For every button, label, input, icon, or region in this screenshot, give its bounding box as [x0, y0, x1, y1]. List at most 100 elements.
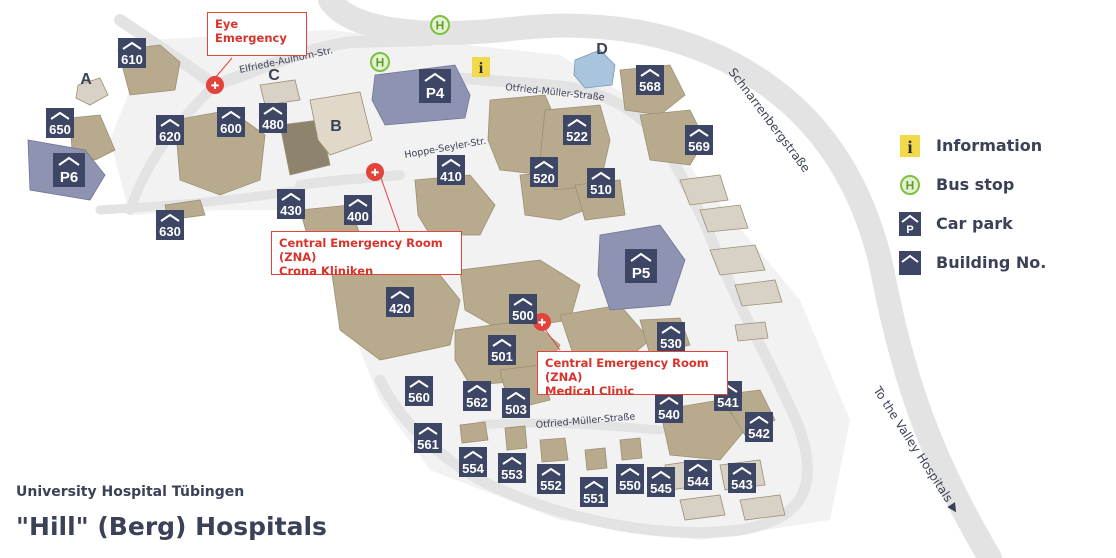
callout-leader-line — [543, 327, 561, 351]
building-badge-410: 410 — [437, 155, 465, 185]
building-badge-500: 500 — [509, 294, 537, 324]
building-number: 510 — [590, 182, 612, 197]
legend-label: Bus stop — [936, 175, 1015, 194]
zna-medical-callout: Central Emergency Room (ZNA) Medical Cli… — [537, 351, 728, 398]
building-number: 569 — [688, 139, 710, 154]
emergency-marker-icon: ✚ — [533, 313, 551, 331]
building-badge-501: 501 — [488, 335, 516, 365]
building-number: 420 — [389, 301, 411, 316]
building-number: 544 — [687, 474, 709, 489]
building-badge-610: 610 — [118, 38, 146, 68]
building-badge-530: 530 — [657, 322, 685, 352]
legend-item-building-number: Building No. — [898, 243, 1108, 282]
svg-text:i: i — [907, 137, 912, 157]
building-badge-520: 520 — [530, 157, 558, 187]
building-number-badges: 610 650 620 600 480 430 400 630 410 522 520 510 568 5… — [46, 38, 773, 507]
emergency-marker-icon: ✚ — [206, 76, 224, 94]
building-number: 545 — [650, 481, 672, 496]
map-legend: i Information H Bus stop P Car park Buil… — [898, 126, 1108, 282]
building-badge-554: 554 — [459, 447, 487, 477]
eye-emergency-callout: Eye Emergency — [207, 12, 307, 56]
building-badge-540: 540 — [655, 393, 683, 423]
car-park-icon: P — [898, 211, 922, 236]
building-number: 560 — [408, 390, 430, 405]
building-number: 480 — [262, 117, 284, 132]
building-badge-553: 553 — [498, 453, 526, 483]
building-badge-552: 552 — [537, 464, 565, 494]
svg-text:✚: ✚ — [211, 81, 219, 92]
legend-item-car-park: P Car park — [898, 204, 1108, 243]
car-park-badge-p6: P6 — [53, 153, 85, 187]
bus-stop-icon: H — [898, 173, 922, 197]
building-badge-430: 430 — [277, 189, 305, 219]
svg-text:✚: ✚ — [538, 318, 546, 329]
building-badge-562: 562 — [463, 381, 491, 411]
car-park-label: P5 — [632, 265, 650, 282]
svg-text:H: H — [376, 56, 385, 70]
building-badge-522: 522 — [563, 115, 591, 145]
building-number: 610 — [121, 52, 143, 67]
building-number: 562 — [466, 395, 488, 410]
building-badge-569: 569 — [685, 125, 713, 155]
building-number: 550 — [619, 478, 641, 493]
building-badge-560: 560 — [405, 376, 433, 406]
svg-text:✚: ✚ — [371, 168, 379, 179]
building-badge-543: 543 — [728, 463, 756, 493]
car-park-label: P6 — [60, 169, 78, 186]
building-number: 520 — [533, 171, 555, 186]
building-letter-d: D — [596, 41, 608, 58]
building-number: 541 — [717, 395, 739, 410]
building-badge-550: 550 — [616, 464, 644, 494]
building-number: 543 — [731, 477, 753, 492]
building-number: 400 — [347, 209, 369, 224]
building-badge-400: 400 — [344, 195, 372, 225]
building-badge-551: 551 — [580, 477, 608, 507]
legend-label: Building No. — [936, 253, 1047, 272]
building-badge-600: 600 — [217, 107, 245, 137]
building-number: 542 — [748, 426, 770, 441]
legend-item-information: i Information — [898, 126, 1108, 165]
car-park-badge-p5: P5 — [625, 249, 657, 283]
emergency-marker-icon: ✚ — [366, 163, 384, 181]
car-park-label: P4 — [426, 85, 445, 102]
callout-leader-line — [214, 57, 233, 79]
building-badge-510: 510 — [587, 168, 615, 198]
building-number: 430 — [280, 203, 302, 218]
building-badge-545: 545 — [647, 467, 675, 497]
road-network — [95, 0, 1002, 558]
building-number: 551 — [583, 491, 605, 506]
info-icon: i — [898, 134, 922, 158]
building-number: 553 — [501, 467, 523, 482]
zna-crona-callout: Central Emergency Room (ZNA) Crona Klini… — [271, 231, 462, 278]
building-number: 620 — [159, 129, 181, 144]
building-number: 501 — [491, 349, 513, 364]
building-number: 650 — [49, 122, 71, 137]
building-number: 568 — [639, 79, 661, 94]
building-number: 554 — [462, 461, 484, 476]
building-number: 410 — [440, 169, 462, 184]
map-subtitle: University Hospital Tübingen — [16, 484, 245, 500]
car-park-badge-p4: P4 — [419, 69, 451, 103]
legend-label: Information — [936, 136, 1043, 155]
building-number: 630 — [159, 224, 181, 239]
building-number: 600 — [220, 121, 242, 136]
svg-text:H: H — [906, 178, 915, 192]
building-letter-a: A — [80, 71, 92, 88]
building-number: 522 — [566, 129, 588, 144]
svg-text:H: H — [436, 19, 445, 33]
building-number: 530 — [660, 336, 682, 351]
building-badge-630: 630 — [156, 210, 184, 240]
svg-text:i: i — [479, 60, 484, 77]
building-badge-420: 420 — [386, 287, 414, 317]
building-badge-544: 544 — [684, 460, 712, 490]
legend-label: Car park — [936, 214, 1013, 233]
callout-leader-line — [380, 177, 401, 233]
building-badge-542: 542 — [745, 412, 773, 442]
svg-text:P: P — [906, 224, 913, 236]
map-title: "Hill" (Berg) Hospitals — [16, 512, 327, 541]
info-icon: i — [472, 57, 490, 77]
building-badge-650: 650 — [46, 108, 74, 138]
legend-item-bus-stop: H Bus stop — [898, 165, 1108, 204]
